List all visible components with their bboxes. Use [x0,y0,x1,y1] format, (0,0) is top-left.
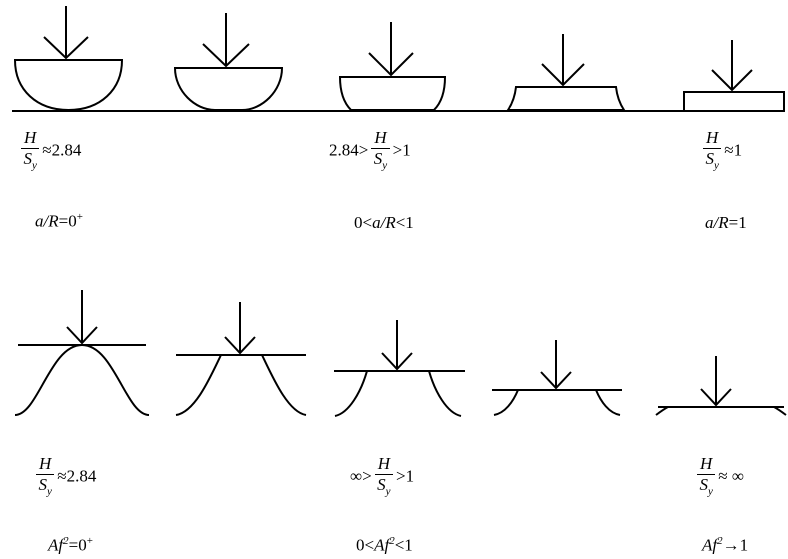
load-arrow-icon [540,340,572,390]
asperity-2 [175,354,307,416]
load-arrow-icon [368,22,414,77]
load-arrow-icon [66,290,98,345]
load-arrow-icon [202,13,250,68]
condition-label: a/R=0+ [35,211,83,231]
condition-label: 0<Af2<1 [356,535,413,555]
asperity-1 [14,343,150,416]
condition-label: 0<a/R<1 [354,213,414,232]
load-arrow-icon [43,6,89,60]
load-arrow-icon [541,34,585,87]
load-arrow-icon [224,302,256,355]
load-arrow-icon [381,320,413,371]
asperity-5 [655,406,787,416]
condition-label: Af2→1 [702,535,749,555]
sphere-4 [506,86,626,111]
sphere-2 [173,67,284,111]
load-arrow-icon [700,356,732,407]
condition-label: a/R=1 [705,213,747,232]
load-arrow-icon [711,40,753,92]
asperity-4 [492,389,622,416]
sphere-5 [683,91,785,112]
sphere-3 [338,76,447,111]
sphere-1 [13,59,124,112]
condition-label: Af2=0+ [48,535,93,555]
asperity-3 [334,370,465,417]
